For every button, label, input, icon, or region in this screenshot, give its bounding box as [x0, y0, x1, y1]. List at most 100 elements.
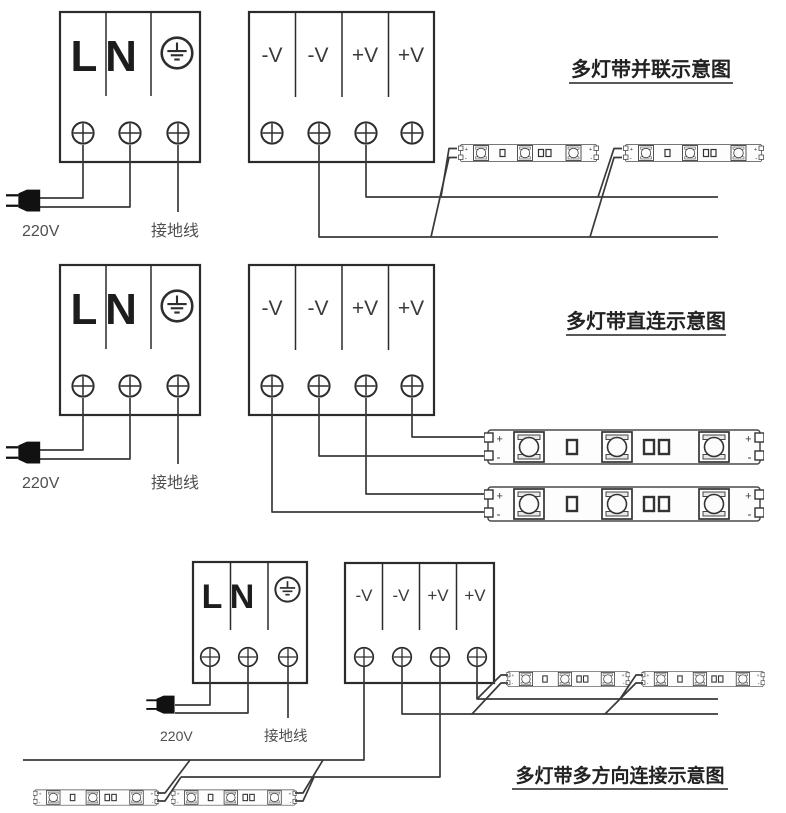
- screw-terminal-icon: [118, 121, 142, 145]
- led-strip-6: [641, 671, 765, 687]
- wire-neutral: [40, 145, 131, 208]
- dc-label: +V: [398, 44, 424, 67]
- wire-negative-bus-left: [23, 667, 365, 761]
- title-multi-direction: 多灯带多方向连接示意图: [512, 764, 728, 790]
- dc-terminal-block-2: -V -V +V +V: [247, 263, 436, 417]
- title-direct: 多灯带直连示意图: [566, 309, 726, 336]
- neutral-label: N: [105, 32, 137, 81]
- svg-text:多灯带多方向连接示意图: 多灯带多方向连接示意图: [515, 764, 724, 787]
- screw-terminal-icon: [277, 646, 299, 668]
- screw-terminal-icon: [466, 646, 488, 668]
- ac-terminal-block-1: L N: [58, 10, 202, 164]
- led-strip-5: [506, 671, 630, 687]
- wire-live: [40, 145, 84, 199]
- dc-label: -V: [393, 586, 411, 605]
- screw-terminal-icon: [354, 121, 378, 145]
- ground-icon: [160, 36, 194, 70]
- wire-negative-bus: [318, 145, 718, 238]
- screw-terminal-icon: [260, 374, 284, 398]
- section-direct: L N 220V 接地线 -V -V +V +V: [6, 263, 764, 522]
- screw-terminal-icon: [307, 121, 331, 145]
- led-strip-2: [622, 144, 765, 162]
- screw-terminal-icon: [391, 646, 413, 668]
- plug-icon: [146, 694, 176, 715]
- strip-wire: [271, 398, 485, 513]
- wire-negative-bus-right: [401, 667, 718, 715]
- dc-label: -V: [356, 586, 374, 605]
- strip-wire: [318, 398, 485, 457]
- wire-neutral: [40, 398, 131, 460]
- wire-neutral: [175, 667, 249, 714]
- screw-terminal-icon: [118, 374, 142, 398]
- strip-wire: [295, 759, 324, 794]
- strip-wire: [157, 776, 182, 802]
- strip-wire: [295, 776, 315, 802]
- section-parallel: L N 220V 接地线 -V -V +V +V: [6, 10, 765, 240]
- strip-wire: [604, 682, 643, 715]
- screw-terminal-icon: [400, 121, 424, 145]
- dc-label: +V: [352, 44, 378, 67]
- ground-icon: [274, 576, 301, 603]
- svg-text:多灯带并联示意图: 多灯带并联示意图: [571, 57, 731, 81]
- wire-positive-bus-left: [181, 667, 441, 778]
- dc-terminal-block-3: -V -V +V +V: [343, 561, 496, 685]
- mains-voltage-label: 220V: [22, 223, 60, 240]
- led-strip-3: [484, 429, 764, 465]
- svg-text:多灯带直连示意图: 多灯带直连示意图: [566, 309, 726, 333]
- wire-positive-bus: [365, 145, 718, 198]
- led-strip-1: [457, 144, 600, 162]
- ac-terminal-block-2: L N: [58, 263, 202, 417]
- screw-terminal-icon: [260, 121, 284, 145]
- strip-wire: [440, 147, 457, 198]
- ground-icon: [160, 289, 194, 323]
- led-strip-7: [33, 789, 159, 806]
- strip-wire: [619, 674, 643, 700]
- ground-wire-label: 接地线: [151, 474, 199, 492]
- led-strip-4: [484, 486, 764, 522]
- screw-terminal-icon: [237, 646, 259, 668]
- screw-terminal-icon: [429, 646, 451, 668]
- neutral-label: N: [230, 578, 255, 616]
- dc-label: +V: [427, 586, 449, 605]
- strip-wire: [589, 156, 622, 238]
- live-label: L: [71, 32, 98, 81]
- title-parallel: 多灯带并联示意图: [569, 57, 733, 84]
- screw-terminal-icon: [166, 374, 190, 398]
- screw-terminal-icon: [307, 374, 331, 398]
- strip-wire: [476, 674, 508, 700]
- wire-live: [175, 667, 211, 706]
- plug-icon: [6, 188, 42, 213]
- screw-terminal-icon: [199, 646, 221, 668]
- strip-wire: [430, 156, 457, 238]
- ground-wire-label: 接地线: [264, 728, 308, 745]
- screw-terminal-icon: [354, 374, 378, 398]
- live-label: L: [71, 285, 98, 334]
- strip-wire: [597, 147, 622, 198]
- dc-label: -V: [262, 44, 283, 67]
- strip-wire: [365, 398, 485, 495]
- neutral-label: N: [105, 285, 137, 334]
- dc-label: +V: [464, 586, 486, 605]
- wire-live: [40, 398, 84, 451]
- led-strip-8: [171, 789, 297, 806]
- screw-terminal-icon: [400, 374, 424, 398]
- dc-label: +V: [398, 297, 424, 320]
- screw-terminal-icon: [71, 374, 95, 398]
- dc-label: -V: [308, 297, 329, 320]
- plug-icon: [6, 440, 42, 465]
- dc-label: -V: [308, 44, 329, 67]
- screw-terminal-icon: [71, 121, 95, 145]
- ac-terminal-block-3: L N: [191, 560, 309, 685]
- strip-wire: [471, 682, 508, 715]
- strip-wire: [411, 398, 485, 438]
- dc-label: +V: [352, 297, 378, 320]
- screw-terminal-icon: [353, 646, 375, 668]
- strip-wire: [157, 759, 191, 794]
- ground-wire-label: 接地线: [151, 222, 199, 240]
- dc-terminal-block-1: -V -V +V +V: [247, 10, 436, 164]
- dc-label: -V: [262, 297, 283, 320]
- live-label: L: [202, 578, 223, 616]
- mains-voltage-label: 220V: [22, 475, 60, 492]
- screw-terminal-icon: [166, 121, 190, 145]
